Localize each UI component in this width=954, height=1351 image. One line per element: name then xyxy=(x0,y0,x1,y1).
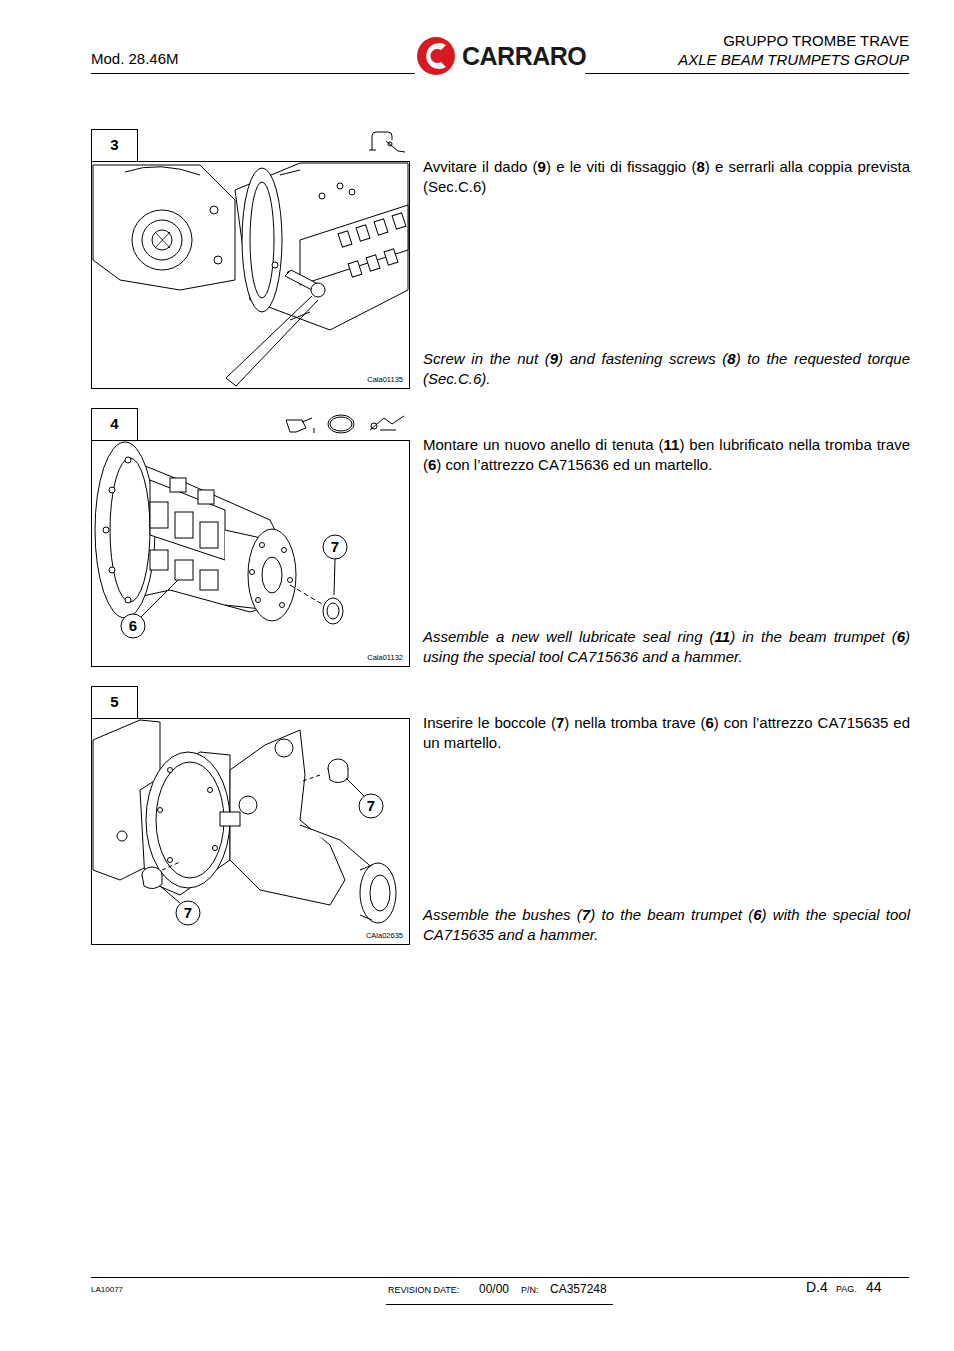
figure-code: CAla02635 xyxy=(366,931,403,940)
revision-label: REVISION DATE: xyxy=(388,1285,459,1296)
part-number-label: P/N: xyxy=(521,1285,539,1296)
step-text: Montare un nuovo anello di tenuta (11) b… xyxy=(423,435,910,475)
figure-code: Cala01132 xyxy=(367,653,403,662)
page-label: PAG. xyxy=(836,1284,857,1295)
part-number: CA357248 xyxy=(550,1282,607,1296)
callout-number: 7 xyxy=(176,901,200,925)
document-code: LA10077 xyxy=(91,1285,123,1295)
callout-number: 6 xyxy=(121,614,145,638)
step-number-box: 5 xyxy=(91,686,138,719)
section-title-en: AXLE BEAM TRUMPETS GROUP xyxy=(560,51,909,69)
step-text-en: Assemble the bushes (7) to the beam trum… xyxy=(423,905,910,945)
section-title: GRUPPO TROMBE TRAVE xyxy=(560,32,909,50)
figure-frame: CAla02635 xyxy=(91,718,410,945)
torque-step-drawing xyxy=(93,163,408,386)
figure-frame: Cala01132 xyxy=(91,440,410,667)
callout-number: 7 xyxy=(359,794,383,818)
revision-date: 00/00 xyxy=(479,1282,509,1296)
page-number: 44 xyxy=(866,1279,882,1296)
step-text: Inserire le boccole (7) nella tromba tra… xyxy=(423,713,910,753)
logo-mark xyxy=(417,37,455,75)
section-number: D.4 xyxy=(806,1279,828,1296)
figure-frame: Cala01135 xyxy=(91,161,410,389)
step-text-en: Assemble a new well lubricate seal ring … xyxy=(423,627,910,667)
step-number: 4 xyxy=(92,409,137,439)
step-number-box: 3 xyxy=(91,129,138,162)
seal-step-drawing xyxy=(95,442,347,638)
tool-icons xyxy=(286,415,404,433)
step-number-box: 4 xyxy=(91,408,138,441)
step-number: 3 xyxy=(92,130,137,160)
step-number: 5 xyxy=(92,687,137,717)
callout-number: 7 xyxy=(323,535,347,559)
model-name: Mod. 28.46M xyxy=(91,50,179,68)
torque-icon xyxy=(369,132,405,152)
brand-name: CARRARO xyxy=(462,41,586,71)
bush-step-drawing xyxy=(93,720,396,925)
figure-code: Cala01135 xyxy=(367,375,403,384)
step-text: Avvitare il dado (9) e le viti di fissag… xyxy=(423,157,910,197)
step-text-en: Screw in the nut (9) and fastening screw… xyxy=(423,349,910,389)
